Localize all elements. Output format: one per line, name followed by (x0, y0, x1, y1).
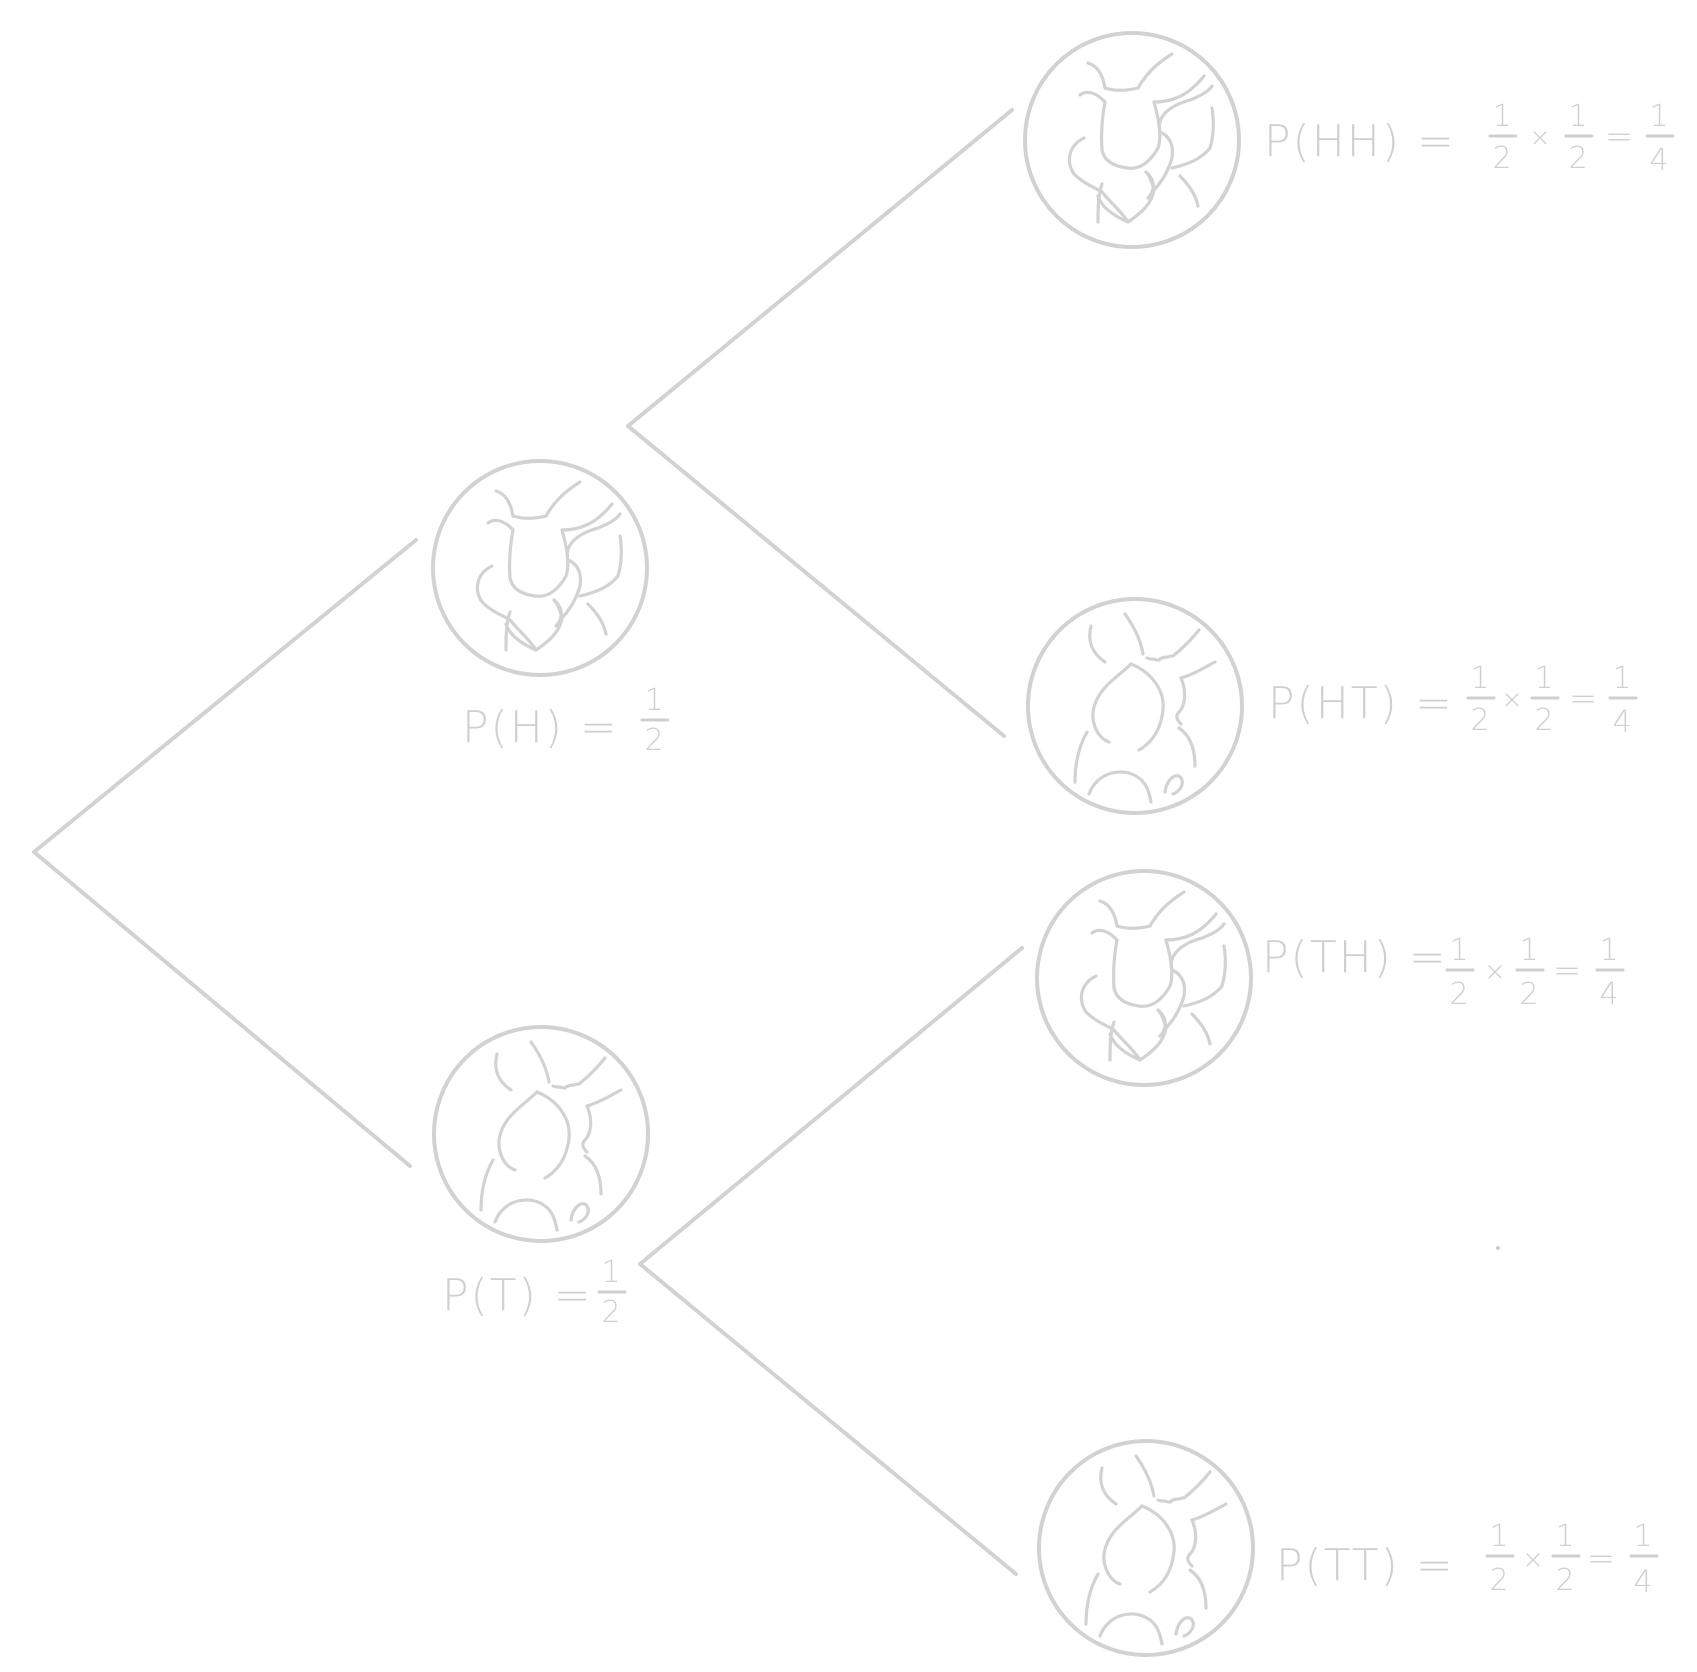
label-p-ht: P(HT) = 1 2 × 1 2 = 1 4 (1268, 661, 1638, 740)
fraction-numerator: 1 (644, 683, 665, 718)
fraction-denominator: 2 (1492, 141, 1513, 176)
operator-times: × (1501, 685, 1525, 715)
operator-times: × (1484, 957, 1508, 987)
operator-equals: = (1587, 1539, 1618, 1579)
branch-root-to-h (32, 538, 418, 854)
label-prefix: P(H) = (462, 702, 619, 753)
fraction-numerator: 1 (1649, 99, 1670, 134)
fraction-denominator: 2 (1534, 703, 1555, 738)
label-prefix: P(TT) = (1276, 1540, 1455, 1591)
fraction-denominator: 2 (1449, 977, 1470, 1012)
fraction-numerator: 1 (1612, 661, 1633, 696)
label-prefix: P(HH) = (1264, 116, 1456, 167)
fraction-denominator: 2 (644, 723, 665, 758)
stray-dot (1496, 1246, 1500, 1250)
operator-times: × (1522, 1545, 1546, 1575)
fraction-numerator: 1 (601, 1255, 622, 1290)
fraction-numerator: 1 (1492, 99, 1513, 134)
coin-heads-hh (1023, 31, 1241, 249)
fraction-numerator: 1 (1633, 1519, 1654, 1554)
coin-tails-t (432, 1025, 650, 1243)
branch-t-to-th (638, 946, 1024, 1266)
fraction-numerator: 1 (1470, 661, 1491, 696)
fraction-denominator: 2 (1489, 1563, 1510, 1598)
branch-root-to-t (32, 850, 412, 1168)
coin-tails-tt (1037, 1439, 1255, 1657)
label-prefix: P(HT) = (1268, 678, 1454, 729)
fraction-numerator: 1 (1489, 1519, 1510, 1554)
operator-equals: = (1569, 679, 1600, 719)
fraction-numerator: 1 (1555, 1519, 1576, 1554)
fraction-denominator: 2 (1519, 977, 1540, 1012)
coin-tails-ht (1026, 597, 1244, 815)
label-p-t: P(T) = 1 2 (442, 1255, 627, 1330)
label-prefix: P(TH) = (1262, 932, 1448, 983)
fraction-denominator: 2 (1555, 1563, 1576, 1598)
fraction-denominator: 4 (1649, 143, 1670, 178)
operator-equals: = (1553, 951, 1584, 991)
branch-h-to-hh (626, 108, 1014, 428)
fraction-numerator: 1 (1519, 933, 1540, 968)
fraction-numerator: 1 (1534, 661, 1555, 696)
fraction-denominator: 2 (1470, 703, 1491, 738)
fraction-numerator: 1 (1568, 99, 1589, 134)
fraction-denominator: 4 (1633, 1565, 1654, 1600)
label-p-hh: P(HH) = 1 2 × 1 2 = 1 4 (1264, 99, 1675, 178)
operator-times: × (1529, 123, 1553, 153)
fraction-numerator: 1 (1449, 933, 1470, 968)
operator-equals: = (1605, 117, 1636, 157)
label-p-h: P(H) = 1 2 (462, 683, 670, 758)
label-p-tt: P(TT) = 1 2 × 1 2 = 1 4 (1276, 1519, 1659, 1600)
label-p-th: P(TH) = 1 2 × 1 2 = 1 4 (1262, 932, 1625, 1012)
fraction-numerator: 1 (1599, 933, 1620, 968)
fraction-denominator: 4 (1599, 977, 1620, 1012)
branch-h-to-ht (626, 424, 1006, 738)
branch-t-to-tt (638, 1262, 1018, 1576)
label-prefix: P(T) = (442, 1270, 593, 1321)
coin-heads-th (1035, 869, 1253, 1087)
tree-branches (32, 108, 1024, 1576)
fraction-denominator: 2 (1568, 141, 1589, 176)
fraction-denominator: 2 (601, 1295, 622, 1330)
fraction-denominator: 4 (1612, 705, 1633, 740)
coin-heads-h (431, 459, 649, 677)
